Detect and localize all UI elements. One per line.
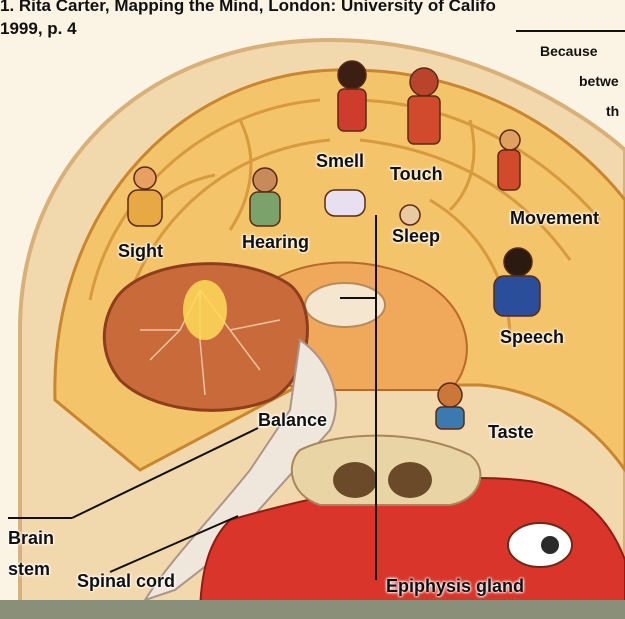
label-movement: Movement: [510, 209, 599, 227]
thalamus: [305, 283, 385, 327]
label-brain-stem-line-2: stem: [8, 560, 50, 578]
label-smell: Smell: [316, 152, 364, 170]
eye: [508, 523, 572, 567]
label-sight: Sight: [118, 242, 163, 260]
label-taste: Taste: [488, 423, 534, 441]
label-brain-stem-line-1: Brain: [8, 529, 54, 547]
label-sleep: Sleep: [392, 227, 440, 245]
bottom-band: [0, 600, 625, 619]
label-epiphysis-gland: Epiphysis gland: [386, 577, 524, 595]
label-balance: Balance: [258, 411, 327, 429]
citation-line-2: 1999, p. 4: [0, 20, 77, 37]
sinus-left: [333, 462, 377, 498]
side-note-line-3: th: [606, 104, 619, 118]
label-hearing: Hearing: [242, 233, 309, 251]
cerebellum-highlight: [183, 280, 227, 340]
label-speech: Speech: [500, 328, 564, 346]
sinus-right: [388, 462, 432, 498]
label-touch: Touch: [390, 165, 443, 183]
citation-line-1: 1. Rita Carter, Mapping the Mind, London…: [0, 0, 496, 14]
label-spinal-cord: Spinal cord: [77, 572, 175, 590]
side-note-line-2: betwe: [579, 74, 619, 88]
side-note-line-1: Because: [540, 44, 598, 58]
